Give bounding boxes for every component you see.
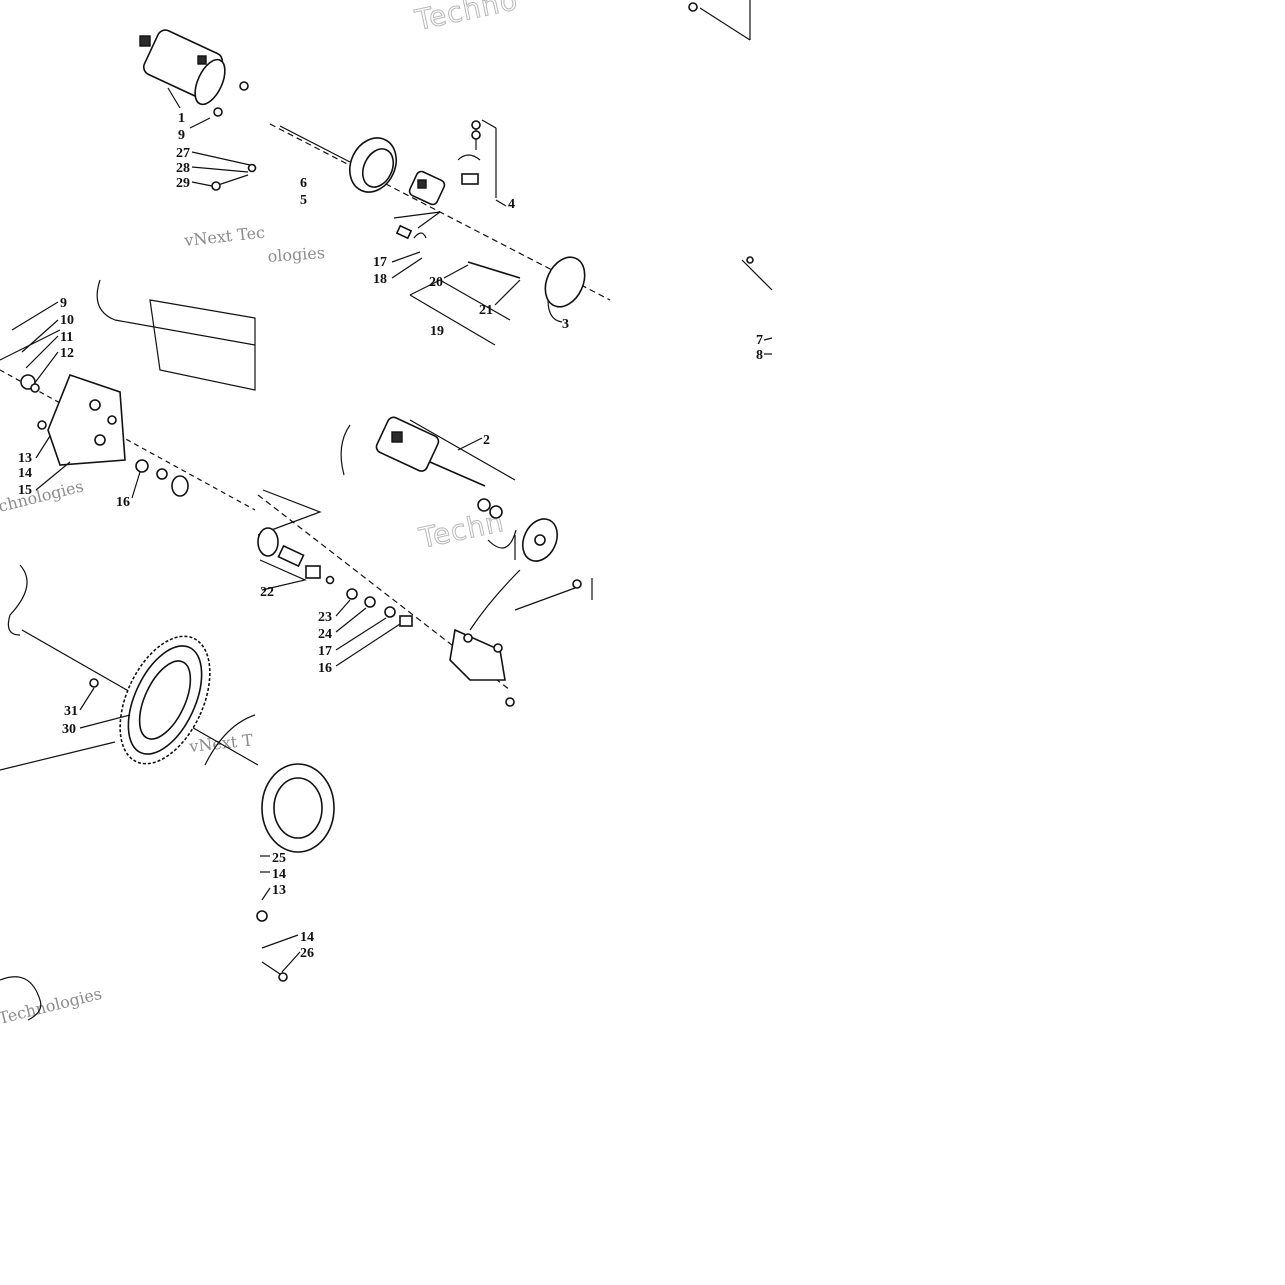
callout-label: 14 <box>300 930 314 945</box>
nut <box>239 81 249 91</box>
nut <box>30 383 40 393</box>
callout-label: 2 <box>483 433 490 448</box>
end-frame <box>349 137 397 193</box>
callout-label: 31 <box>64 704 78 719</box>
terminal-stud <box>457 120 481 185</box>
callout-label: 27 <box>176 146 190 161</box>
drive-housing <box>449 628 506 681</box>
callout-label: 14 <box>272 867 286 882</box>
end-cap <box>544 256 586 308</box>
gear <box>171 475 189 497</box>
callout-label: 29 <box>176 176 190 191</box>
watermark: ologies <box>267 243 326 266</box>
callout-label: 5 <box>300 193 307 208</box>
washer <box>135 459 149 473</box>
callout-label: 19 <box>430 324 444 339</box>
mounting-flange <box>521 518 559 562</box>
callout-label: 23 <box>318 610 332 625</box>
callout-label: 13 <box>272 883 286 898</box>
watermark: Technologies <box>0 984 104 1028</box>
callout-label: 7 <box>756 333 763 348</box>
callout-label: 4 <box>508 197 515 212</box>
nut <box>37 420 47 430</box>
callout-label: 21 <box>479 303 493 318</box>
watermark: chnologies <box>0 476 85 515</box>
callout-label: 10 <box>60 313 74 328</box>
bolt-head <box>211 181 221 191</box>
callout-label: 18 <box>373 272 387 287</box>
callout-label: 6 <box>300 176 307 191</box>
shaft <box>467 261 521 279</box>
callout-label: 22 <box>260 585 274 600</box>
bolt <box>217 174 249 186</box>
brush-springs <box>395 224 427 240</box>
nut <box>256 910 268 922</box>
right-fragment <box>688 0 773 355</box>
callout-label: 20 <box>429 275 443 290</box>
callout-label: 8 <box>756 348 763 363</box>
callout-label: 16 <box>116 495 130 510</box>
flywheel-tile <box>256 763 335 982</box>
callout-label: 15 <box>18 483 32 498</box>
starter-motor <box>139 29 226 106</box>
callout-label: 25 <box>272 851 286 866</box>
callout-label: 12 <box>60 346 74 361</box>
pinion <box>257 527 321 579</box>
callout-label: 1 <box>178 111 185 126</box>
callout-label: 9 <box>60 296 67 311</box>
nut <box>213 107 223 117</box>
callout-label: 14 <box>18 466 32 481</box>
armature-tile <box>257 416 593 707</box>
washer <box>156 468 168 480</box>
bracket-tile <box>0 279 256 511</box>
callout-label: 11 <box>60 330 73 345</box>
watermark: Techno <box>412 0 521 37</box>
callout-label: 17 <box>373 255 387 270</box>
starter-motor-tile <box>139 29 257 191</box>
callout-label: 3 <box>562 317 569 332</box>
callout-label: 28 <box>176 161 190 176</box>
callout-label: 16 <box>318 661 332 676</box>
callout-labels: 1 9 27 28 29 6 5 4 17 18 20 21 19 3 2 22… <box>18 111 763 961</box>
bottom-left-fragment <box>0 976 42 1021</box>
through-bolt <box>279 125 351 163</box>
washer <box>247 163 257 173</box>
callout-label: 24 <box>318 627 332 642</box>
armature <box>375 416 486 487</box>
ring-gear <box>119 635 211 765</box>
callout-label: 30 <box>62 722 76 737</box>
mounting-bracket <box>47 373 126 466</box>
callout-label: 17 <box>318 644 332 659</box>
callout-label: 9 <box>178 128 185 143</box>
brush-housing-tile <box>269 119 611 346</box>
brush-holder <box>408 170 446 206</box>
callout-label: 26 <box>300 946 314 961</box>
watermark: vNext Tec <box>182 223 265 250</box>
callout-label: 13 <box>18 451 32 466</box>
ring-gear-tile <box>0 564 259 771</box>
